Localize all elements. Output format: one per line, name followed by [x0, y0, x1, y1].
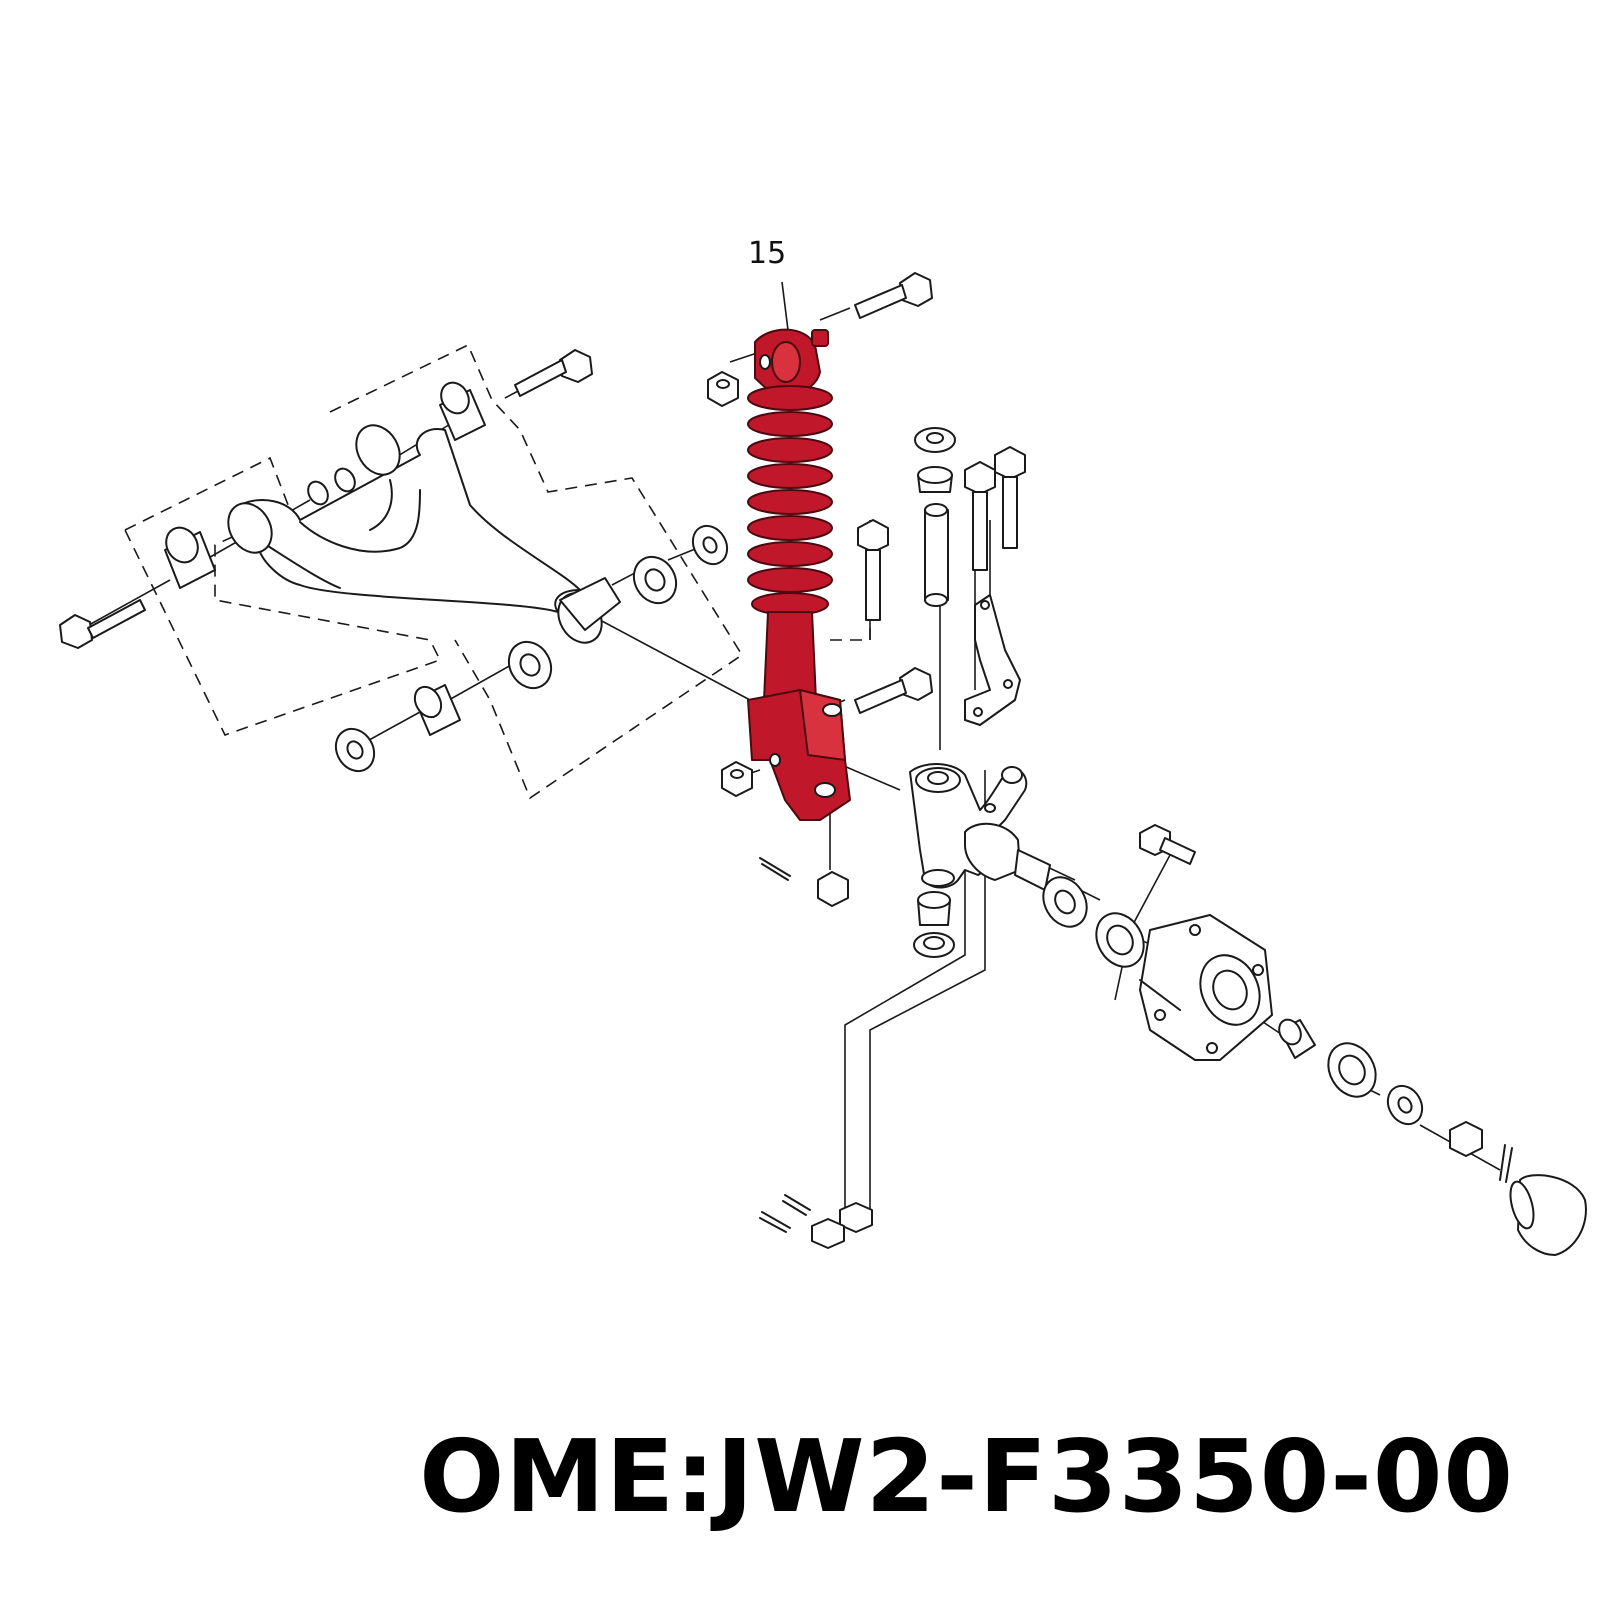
vertical-bolt-right	[994, 446, 1026, 549]
a-arm-bushings	[164, 381, 729, 773]
wheel-hub-assembly	[1042, 876, 1587, 1256]
steering-arm-plate	[964, 594, 1021, 726]
grease-cap	[1517, 1174, 1587, 1256]
axle-castle-nut	[1449, 1121, 1483, 1157]
lower-a-arm	[227, 424, 621, 644]
kingpin-sleeve	[924, 509, 949, 601]
cotter-pins	[759, 857, 1513, 1233]
left-a-arm-bolt	[59, 599, 146, 649]
shock-top-bolt	[854, 272, 933, 319]
steering-knuckle	[909, 763, 1051, 891]
upper-a-arm-bolt	[514, 349, 593, 397]
mounting-bolts	[59, 272, 1196, 865]
part-code-label: OME:JW2-F3350-00	[419, 1418, 1514, 1535]
shock-bottom-bolt	[854, 667, 933, 714]
vertical-bolt-mid	[964, 461, 996, 571]
shock-absorber-highlighted	[747, 328, 851, 821]
hub-bolt	[1139, 824, 1196, 865]
part-callout-number: 15	[748, 236, 787, 271]
callout-leader	[781, 281, 789, 331]
lower-nut-left	[811, 1218, 845, 1249]
castle-nut-left	[817, 871, 849, 907]
lower-kingpin-bushings	[913, 891, 955, 958]
dashed-assembly-outline	[123, 343, 744, 800]
nuts	[707, 371, 1483, 1249]
kingpin-stack	[914, 427, 956, 607]
coil-spring	[747, 385, 833, 616]
vertical-bolt-left	[857, 519, 889, 621]
